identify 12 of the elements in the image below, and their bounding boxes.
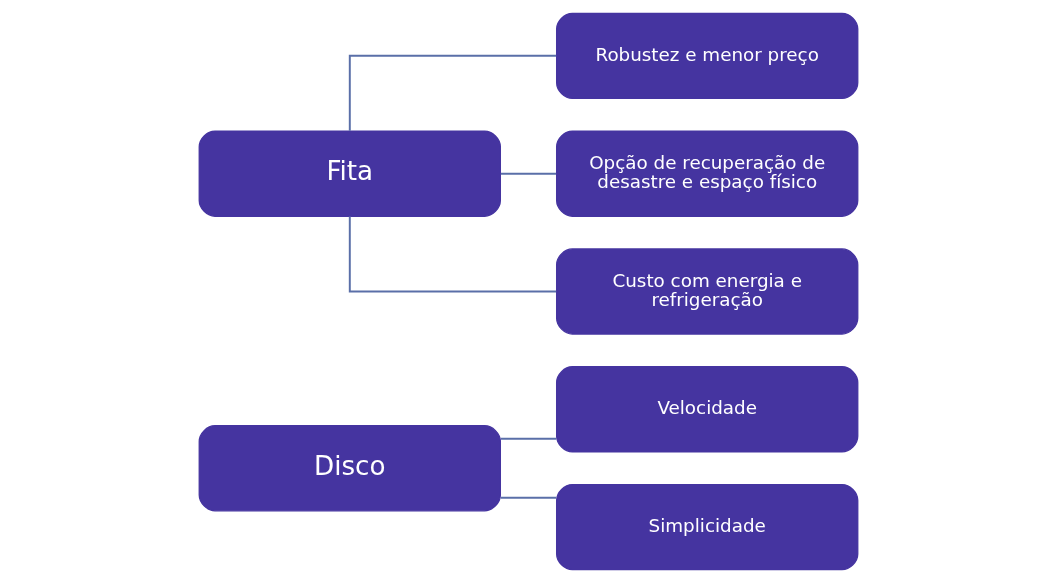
node-box: Opção de recuperação de desastre e espaço físico <box>555 130 858 217</box>
node-box: Velocidade <box>555 366 858 453</box>
connector <box>499 172 557 175</box>
connector <box>348 215 557 293</box>
node-box: Simplicidade <box>555 483 858 571</box>
connector <box>499 496 557 499</box>
node-box: Disco <box>198 425 501 512</box>
node-box: Fita <box>198 130 501 217</box>
node-box: Robustez e menor preço <box>555 12 858 100</box>
connector <box>348 54 557 132</box>
connector <box>499 437 557 440</box>
node-box: Custo com energia e refrigeração <box>555 248 858 335</box>
